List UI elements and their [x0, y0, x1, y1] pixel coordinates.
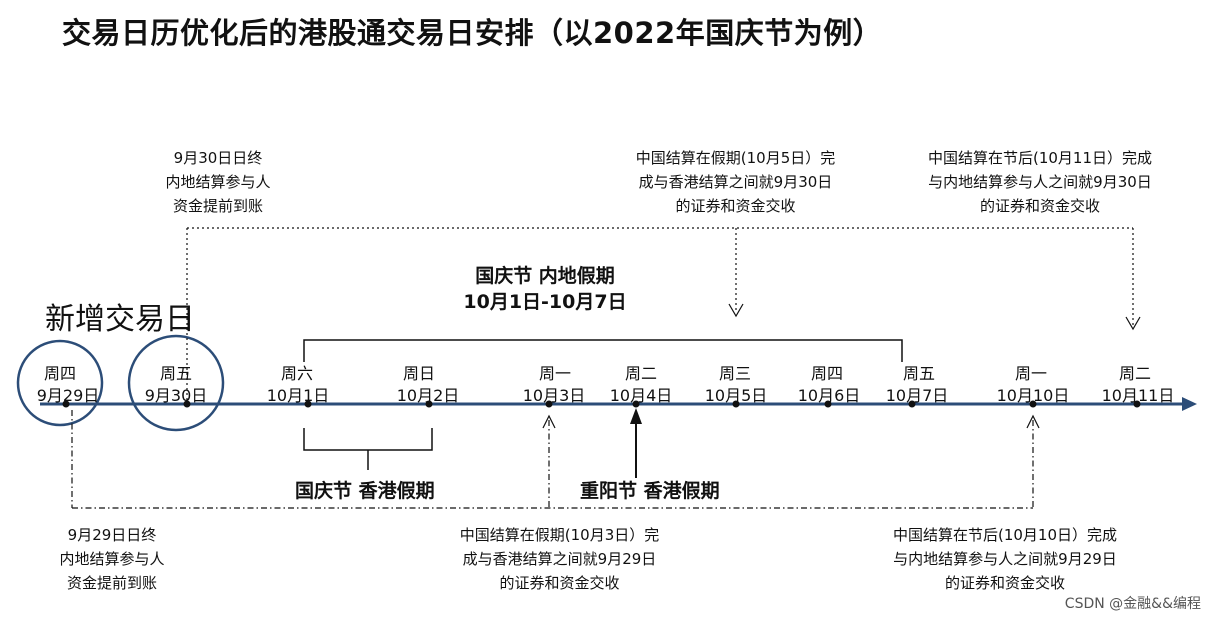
- date-label: 10月4日: [609, 386, 673, 405]
- page-title: 交易日历优化后的港股通交易日安排（以2022年国庆节为例）: [62, 16, 883, 50]
- csdn-credit: CSDN @金融&&编程: [1064, 596, 1201, 612]
- date-label: 10月1日: [266, 386, 330, 405]
- note-top-right: 中国结算在节后(10月11日）完成 与内地结算参与人之间就9月30日 的证券和资…: [927, 149, 1153, 215]
- note-top-middle: 中国结算在假期(10月5日）完 成与香港结算之间就9月30日 的证券和资金交收: [635, 149, 836, 215]
- note-bottom-middle: 中国结算在假期(10月3日）完 成与香港结算之间就9月29日 的证券和资金交收: [459, 526, 660, 592]
- mainland-holiday-label: 国庆节 内地假期 10月1日-10月7日: [463, 265, 627, 313]
- date-label: 10月11日: [1101, 386, 1175, 405]
- hk-chongyang-holiday-label: 重阳节 香港假期: [580, 480, 720, 502]
- note-bottom-right: 中国结算在节后(10月10日）完成 与内地结算参与人之间就9月29日 的证券和资…: [892, 526, 1118, 592]
- new-trading-day-label: 新增交易日: [45, 302, 195, 337]
- weekday-label: 周日: [402, 364, 435, 383]
- bottom-dashdot-connector: [71, 410, 1034, 509]
- new-day-circle-930: [127, 334, 225, 432]
- hk-national-holiday-bracket: [303, 428, 433, 451]
- weekday-label: 周二: [624, 364, 657, 383]
- date-label: 10月10日: [996, 386, 1070, 405]
- new-day-circle-929: [16, 339, 104, 427]
- date-label: 10月5日: [704, 386, 768, 405]
- weekday-label: 周四: [43, 364, 76, 383]
- top-dotted-connector: [186, 227, 1134, 400]
- note-bottom-left: 9月29日日终 内地结算参与人 资金提前到账: [59, 526, 165, 592]
- weekday-label: 周五: [159, 364, 192, 383]
- weekday-label: 周五: [902, 364, 935, 383]
- date-label: 10月6日: [797, 386, 861, 405]
- date-label: 10月2日: [396, 386, 460, 405]
- weekday-label: 周一: [1014, 364, 1047, 383]
- date-label: 10月3日: [522, 386, 586, 405]
- day-dots: [62, 400, 1141, 408]
- weekday-label: 周三: [718, 364, 751, 383]
- weekday-label: 周一: [538, 364, 571, 383]
- weekday-label: 周二: [1118, 364, 1151, 383]
- weekday-label: 周四: [810, 364, 843, 383]
- timeline-arrowhead: [1182, 397, 1197, 411]
- hk-national-holiday-label: 国庆节 香港假期: [295, 480, 435, 502]
- note-top-left: 9月30日日终 内地结算参与人 资金提前到账: [165, 149, 271, 215]
- date-label: 9月29日: [36, 386, 100, 405]
- date-label: 10月7日: [885, 386, 949, 405]
- mainland-holiday-bracket: [303, 339, 903, 362]
- weekday-label: 周六: [280, 364, 313, 383]
- date-label: 9月30日: [144, 386, 208, 405]
